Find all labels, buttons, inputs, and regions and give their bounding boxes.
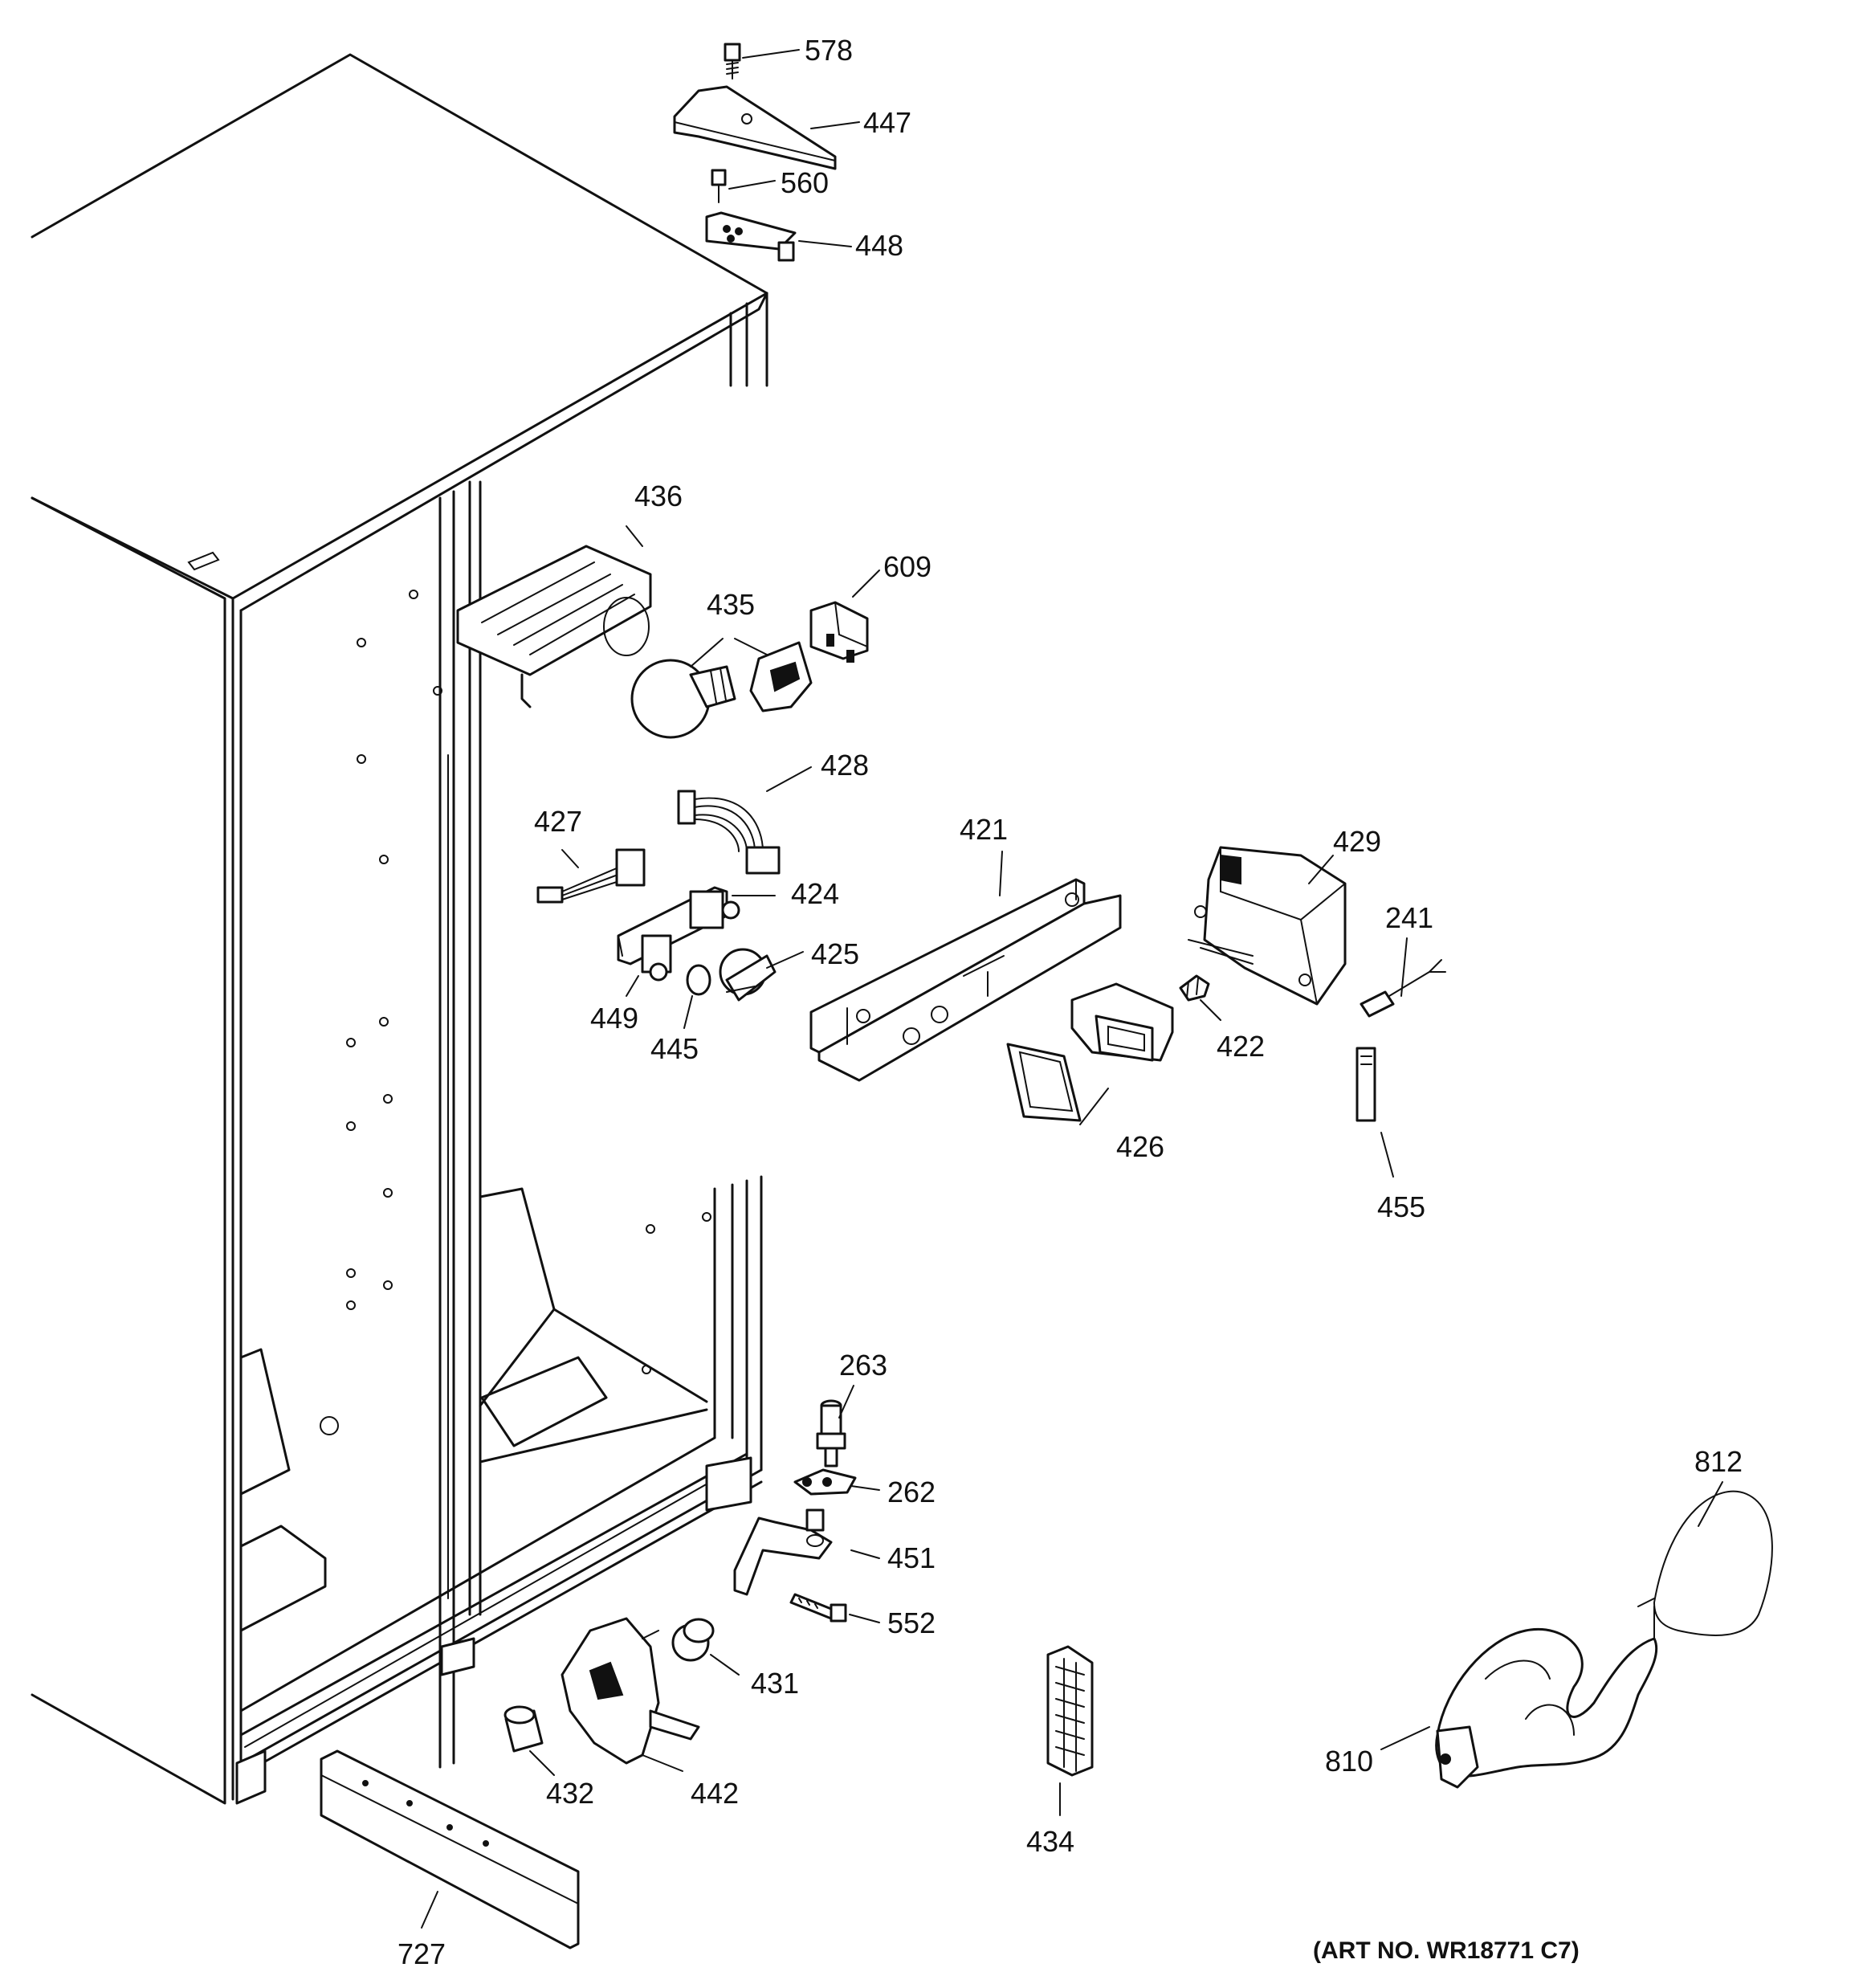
callout-421: 421 <box>960 813 1008 846</box>
light-socket-435 <box>749 641 813 712</box>
callout-560: 560 <box>781 166 829 199</box>
part-455 <box>1355 1047 1376 1122</box>
callout-263: 263 <box>839 1349 887 1382</box>
callout-727: 727 <box>397 1937 446 1970</box>
roller-432 <box>503 1705 544 1753</box>
light-bulb-435 <box>630 659 736 739</box>
callout-442: 442 <box>691 1777 739 1810</box>
callout-445: 445 <box>650 1032 699 1065</box>
switch-609 <box>809 601 869 663</box>
callout-241: 241 <box>1385 901 1433 934</box>
callout-422: 422 <box>1217 1030 1265 1063</box>
callout-812: 812 <box>1694 1445 1743 1478</box>
callout-552: 552 <box>887 1606 936 1639</box>
bushing-445 <box>686 964 711 996</box>
mounting-holes <box>320 590 711 1435</box>
hinge-cover-447 <box>673 85 837 170</box>
callout-435: 435 <box>707 588 755 621</box>
callout-451: 451 <box>887 1541 936 1574</box>
thermistor-241 <box>1360 959 1446 1018</box>
cam-assembly-442 <box>561 1617 700 1765</box>
callout-810: 810 <box>1325 1745 1373 1778</box>
callout-436: 436 <box>634 480 683 512</box>
hinge-pin-263 <box>816 1399 846 1468</box>
bolt-578 <box>724 43 741 80</box>
heater-cord-812 <box>1653 1490 1773 1636</box>
control-knob-425 <box>719 948 777 1002</box>
callout-578: 578 <box>805 34 853 67</box>
callout-448: 448 <box>855 229 903 262</box>
callout-labels: 578 447 560 448 436 609 435 428 427 421 … <box>397 34 1743 1970</box>
bolt-552 <box>789 1593 847 1623</box>
part-422 <box>1179 974 1210 1002</box>
bottom-hinge-451 <box>733 1508 833 1596</box>
callout-429: 429 <box>1333 825 1381 858</box>
callout-425: 425 <box>811 937 859 970</box>
wire-harness-428 <box>677 790 781 875</box>
drain-heater-810 <box>1435 1598 1658 1789</box>
wire-harness-427 <box>536 848 646 904</box>
kickplate-727 <box>320 1749 580 1949</box>
bolt-560 <box>711 169 727 203</box>
callout-427: 427 <box>534 805 582 838</box>
callout-262: 262 <box>887 1476 936 1508</box>
leader-lines <box>421 49 1723 1929</box>
control-box-429 <box>1188 846 1347 1006</box>
hinge-bushing-262 <box>793 1468 857 1496</box>
callout-426: 426 <box>1116 1130 1164 1163</box>
grille-434 <box>1046 1645 1094 1777</box>
callout-609: 609 <box>883 550 932 583</box>
callout-449: 449 <box>590 1002 638 1035</box>
art-number: (ART NO. WR18771 C7) <box>1313 1937 1580 1964</box>
callout-431: 431 <box>751 1667 799 1700</box>
control-housing-421 <box>809 878 1122 1082</box>
light-shield-436 <box>456 545 652 708</box>
callout-428: 428 <box>821 749 869 782</box>
control-board-424 <box>617 886 740 982</box>
callout-432: 432 <box>546 1777 594 1810</box>
callout-424: 424 <box>791 877 839 910</box>
callout-455: 455 <box>1377 1190 1425 1223</box>
refrigerator-cabinet <box>31 53 768 1805</box>
callout-434: 434 <box>1026 1825 1074 1858</box>
top-hinge-448 <box>705 211 797 262</box>
callout-447: 447 <box>863 106 911 139</box>
roller-431 <box>671 1618 715 1662</box>
dispenser-module-426 <box>1006 982 1174 1122</box>
